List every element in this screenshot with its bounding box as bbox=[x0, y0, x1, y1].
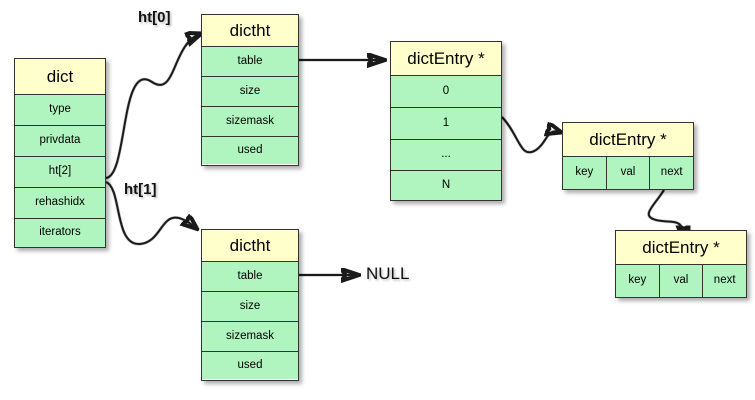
dictentry-node-1-box: dictEntry * key val next bbox=[562, 122, 694, 190]
dictht-1-field-table: table bbox=[202, 262, 298, 292]
dictentry-node-2-key: key bbox=[616, 265, 660, 297]
dictht-1-title: dictht bbox=[202, 230, 298, 262]
dictentry-array-slot-ellipsis: ... bbox=[391, 140, 501, 171]
dictentry-array-slot-n: N bbox=[391, 171, 501, 200]
dict-struct-title: dict bbox=[15, 59, 105, 95]
dictentry-node-1-val: val bbox=[606, 157, 651, 189]
dictentry-array-box: dictEntry * 0 1 ... N bbox=[390, 41, 502, 201]
dictht-1-field-size: size bbox=[202, 292, 298, 322]
dict-struct-box: dict type privdata ht[2] rehashidx itera… bbox=[14, 58, 106, 248]
connector-slot1-to-entry1 bbox=[500, 115, 560, 154]
dictht-0-field-used: used bbox=[202, 137, 298, 164]
dictentry-node-2-next: next bbox=[703, 265, 747, 297]
dictentry-node-2-box: dictEntry * key val next bbox=[615, 230, 747, 298]
dict-field-iterators: iterators bbox=[15, 219, 105, 247]
dictentry-node-1-cells: key val next bbox=[563, 157, 694, 189]
dictht-0-box: dictht table size sizemask used bbox=[201, 14, 299, 166]
dict-field-privdata: privdata bbox=[15, 126, 105, 157]
dict-field-rehashidx: rehashidx bbox=[15, 188, 105, 219]
dictht-1-box: dictht table size sizemask used bbox=[201, 229, 299, 381]
dictentry-node-1-next: next bbox=[650, 157, 694, 189]
ht0-pointer-label: ht[0] bbox=[138, 9, 171, 26]
dict-field-ht: ht[2] bbox=[15, 157, 105, 188]
dictht-0-field-sizemask: sizemask bbox=[202, 107, 298, 137]
dictentry-array-slot-1: 1 bbox=[391, 108, 501, 140]
dictentry-node-1-title: dictEntry * bbox=[563, 123, 693, 157]
ht1-pointer-label: ht[1] bbox=[124, 181, 157, 198]
dictht-0-field-table: table bbox=[202, 47, 298, 77]
dictentry-node-2-title: dictEntry * bbox=[616, 231, 746, 265]
dictentry-node-2-cells: key val next bbox=[616, 265, 747, 297]
dict-field-type: type bbox=[15, 95, 105, 126]
dictentry-node-1-key: key bbox=[563, 157, 607, 189]
dictentry-array-title: dictEntry * bbox=[391, 42, 501, 76]
dictentry-array-slot-0: 0 bbox=[391, 76, 501, 108]
dictht-1-field-sizemask: sizemask bbox=[202, 322, 298, 352]
dictentry-node-2-val: val bbox=[659, 265, 704, 297]
dictht-1-field-used: used bbox=[202, 352, 298, 379]
dictht-0-field-size: size bbox=[202, 77, 298, 107]
dictht-0-title: dictht bbox=[202, 15, 298, 47]
connector-ht0 bbox=[105, 34, 200, 180]
null-pointer-label: NULL bbox=[366, 264, 410, 283]
